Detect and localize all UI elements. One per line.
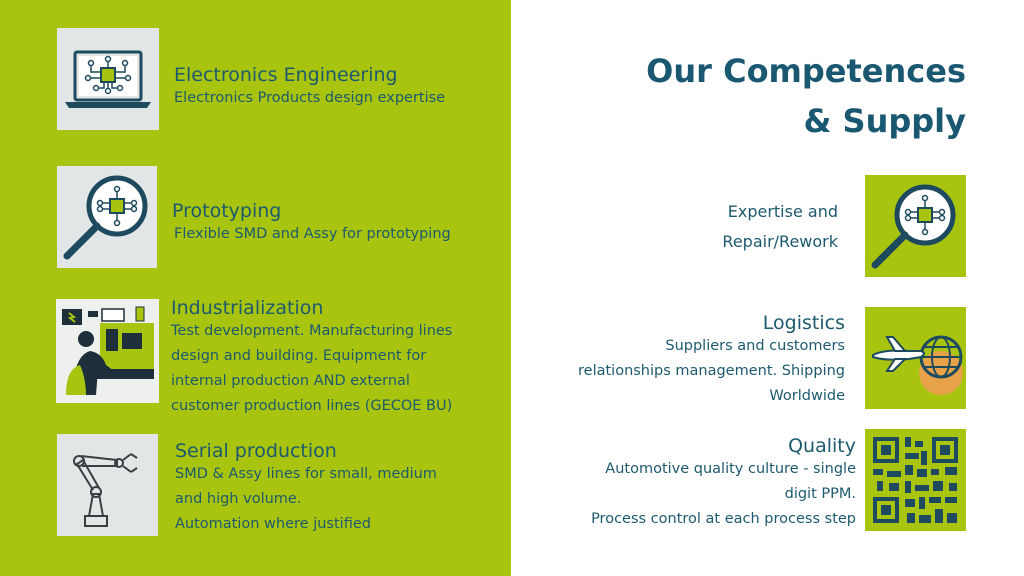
logistics-heading: Logistics [762,312,845,334]
laptop-chip-icon [57,28,159,130]
industrialization-desc-line: internal production AND external [171,373,410,389]
serial-production-heading: Serial production [175,440,337,462]
expertise-desc-line: Expertise and [727,202,838,221]
airplane-globe-icon [865,307,966,409]
quality-desc-line: Automotive quality culture - single [605,461,856,477]
quality-heading: Quality [788,435,856,457]
page-title-line2: & Supply [803,102,966,140]
technician-workshop-icon [56,299,159,403]
logistics-desc-line: Worldwide [769,388,845,404]
logistics-desc-line: relationships management. Shipping [578,363,845,379]
magnifier-chip-icon [865,175,966,277]
quality-desc-line: digit PPM. [784,486,856,502]
robot-arm-icon [57,434,158,536]
quality-desc-line: Process control at each process step [591,511,856,527]
prototyping-desc: Flexible SMD and Assy for prototyping [174,226,451,242]
industrialization-desc-line: design and building. Equipment for [171,348,427,364]
qr-code-icon [865,429,966,531]
logistics-desc-line: Suppliers and customers [665,338,845,354]
electronics-engineering-desc: Electronics Products design expertise [174,90,446,106]
page-title: Our Competences & Supply [646,46,966,146]
page-title-line1: Our Competences [646,52,966,90]
serial-production-desc-line: SMD & Assy lines for small, medium [175,466,437,482]
industrialization-desc-line: Test development. Manufacturing lines [171,323,453,339]
prototyping-heading: Prototyping [172,200,282,222]
serial-production-desc-line: and high volume. [175,491,302,507]
electronics-engineering-heading: Electronics Engineering [174,64,398,86]
industrialization-desc-line: customer production lines (GECOE BU) [171,398,453,414]
expertise-desc-line: Repair/Rework [722,232,838,251]
serial-production-desc-line: Automation where justified [175,516,371,532]
magnifier-chip-icon [57,166,157,268]
industrialization-heading: Industrialization [171,297,324,319]
